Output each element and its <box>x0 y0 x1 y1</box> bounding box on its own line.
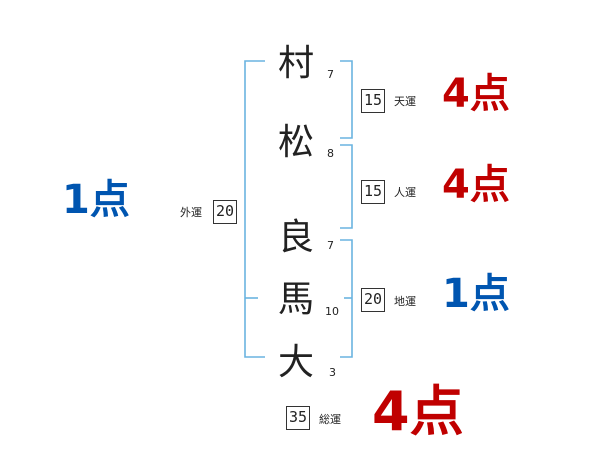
tenun-value-box: 15 <box>361 89 385 113</box>
stroke-count-4: 10 <box>325 305 339 318</box>
souun-value-box: 35 <box>286 406 310 430</box>
souun-label: 総運 <box>319 413 341 426</box>
jinun-value-box: 15 <box>361 180 385 204</box>
stroke-count-2: 8 <box>327 147 334 160</box>
chiun-label: 地運 <box>394 295 416 308</box>
tenun-bracket <box>340 60 353 139</box>
name-char-3: 良 <box>277 217 314 258</box>
stroke-count-5: 3 <box>329 366 336 379</box>
name-char-1: 村 <box>277 43 314 84</box>
gaiun-label: 外運 <box>180 206 202 219</box>
chiun-value-box: 20 <box>361 288 385 312</box>
gaiun-value-box: 20 <box>213 200 237 224</box>
name-char-2: 松 <box>277 122 314 163</box>
souun-score: 4点 <box>372 380 464 443</box>
jinun-bracket <box>340 144 353 229</box>
gaiun-bracket <box>244 60 265 358</box>
name-char-5: 大 <box>277 342 314 383</box>
chiun-score: 1点 <box>442 271 510 317</box>
name-char-4: 馬 <box>277 279 314 320</box>
gaiun-score: 1点 <box>62 177 130 223</box>
tenun-label: 天運 <box>394 95 416 108</box>
jinun-score: 4点 <box>442 162 510 208</box>
tenun-score: 4点 <box>442 71 510 117</box>
stroke-count-1: 7 <box>327 68 334 81</box>
jinun-label: 人運 <box>394 186 416 199</box>
stroke-count-3: 7 <box>327 239 334 252</box>
